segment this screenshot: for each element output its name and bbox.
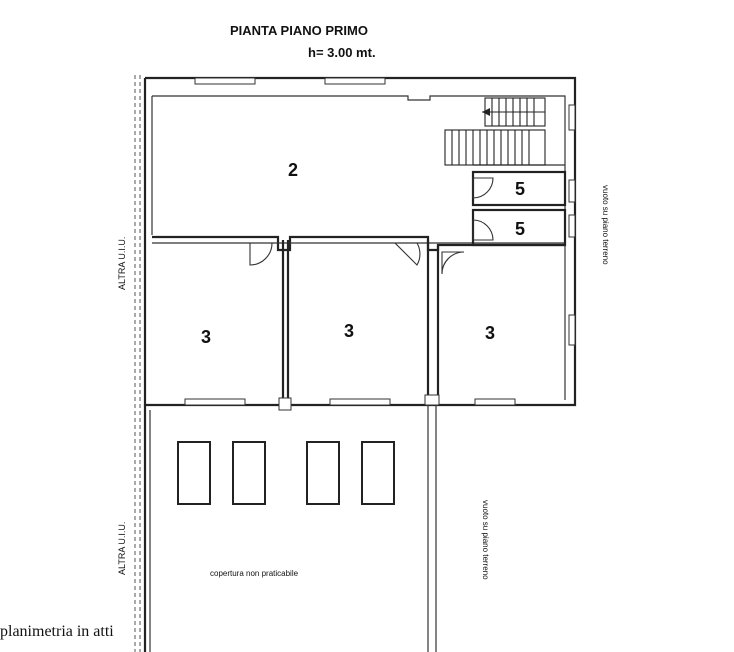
skylight (306, 441, 340, 505)
plan-title: PIANTA PIANO PRIMO (230, 23, 368, 38)
lower-roof-area (143, 405, 437, 652)
adjacent-unit-label: ALTRA U.I.U. (117, 522, 127, 575)
staircase (444, 97, 546, 166)
room-3-label: 3 (201, 327, 211, 347)
corridor-wall (152, 235, 565, 252)
room-5-label: 5 (515, 179, 525, 199)
room-2-label: 2 (288, 160, 298, 180)
upper-floor-outline (143, 76, 577, 407)
room-partitions (278, 240, 440, 411)
skylight (361, 441, 395, 505)
plan-caption: planimetria in atti (0, 623, 114, 640)
room-3-label: 3 (344, 321, 354, 341)
door-swings (249, 177, 494, 275)
plan-height: h= 3.00 mt. (308, 45, 376, 60)
void-label: vuoto su piano terreno (481, 500, 490, 580)
skylight (232, 441, 266, 505)
void-label: vuoto su piano terreno (601, 185, 610, 265)
skylight (177, 441, 211, 505)
room-3-label: 3 (485, 323, 495, 343)
roof-label: copertura non praticabile (210, 569, 299, 578)
adjacent-unit-label: ALTRA U.I.U. (117, 237, 127, 290)
room-5-label: 5 (515, 219, 525, 239)
